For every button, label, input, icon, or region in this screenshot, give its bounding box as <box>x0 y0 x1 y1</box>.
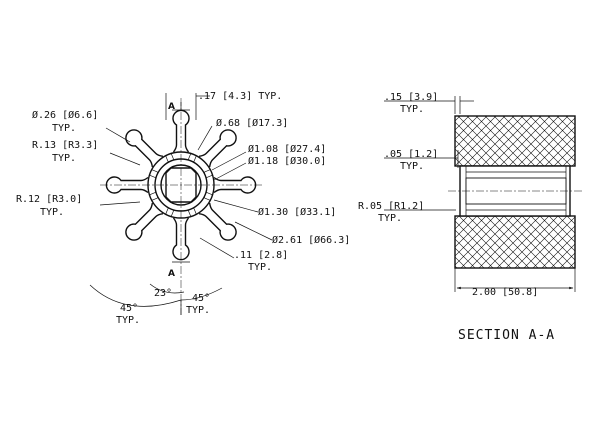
hub-notch <box>149 169 159 178</box>
impeller-leaders <box>89 93 273 315</box>
dim-angle-left-note: TYP. <box>116 315 140 326</box>
hub-notch <box>188 153 197 163</box>
dim-angle-right-note: TYP. <box>186 305 210 316</box>
section-leaders <box>384 96 576 292</box>
hub-notch <box>165 207 174 217</box>
dim-length: 2.00 [50.8] <box>472 287 538 298</box>
hub-notch <box>203 192 213 201</box>
hub-outer-ring <box>147 151 215 219</box>
impeller-vane <box>105 176 149 194</box>
impeller-vane <box>172 217 190 261</box>
section-marker-top: A <box>168 102 175 112</box>
hub-notch <box>165 153 174 163</box>
dim-edge-radius-note: TYP. <box>378 213 402 224</box>
dim-hub-thickness: .17 [4.3] TYP. <box>198 91 282 102</box>
dim-vane-width-note: TYP. <box>248 262 272 273</box>
dim-flange-thickness: .15 [3.9] <box>384 92 438 103</box>
impeller-vane <box>125 202 164 241</box>
dim-fillet-radius-note: TYP. <box>40 207 64 218</box>
dim-hub-dia: Ø1.18 [Ø30.0] <box>248 155 326 167</box>
section-body-bottom <box>454 215 576 269</box>
bore-flat <box>165 167 197 203</box>
impeller-vane <box>172 109 190 153</box>
impeller-vanes <box>105 109 257 261</box>
dim-flange-thickness-note: TYP. <box>400 104 424 115</box>
hub-notch <box>149 192 159 201</box>
section-body-top <box>454 115 576 167</box>
dim-body-dia: Ø1.30 [Ø33.1] <box>258 206 336 218</box>
section-a-a-view: .15 [3.9] TYP. .05 [1.2] TYP. R.05 [R1.2… <box>358 92 582 343</box>
hub-mid-ring <box>154 158 208 212</box>
dim-angle-small: 23° <box>154 288 172 299</box>
dim-sleeve-wall: .05 [1.2] <box>384 149 438 160</box>
impeller-front-view: A A .17 [4.3] TYP. Ø.26 [Ø6.6] TYP. R.13 <box>16 91 350 326</box>
impeller-vane <box>213 176 257 194</box>
dim-edge-radius: R.05 [R1.2] <box>358 201 424 212</box>
impeller-vane <box>198 202 237 241</box>
dim-fillet-radius: R.12 [R3.0] <box>16 194 82 205</box>
dim-outer-dia: Ø2.61 [Ø66.3] <box>272 234 350 246</box>
section-marker-bottom: A <box>168 269 175 279</box>
dim-sleeve-wall-note: TYP. <box>400 161 424 172</box>
hub-notch <box>188 207 197 217</box>
impeller-vane <box>125 129 164 168</box>
dim-vane-tip-note: TYP. <box>52 123 76 134</box>
hub-notch <box>203 169 213 178</box>
dim-vane-width: .11 [2.8] <box>234 250 288 261</box>
dim-angle-left: 45° <box>120 303 138 314</box>
dim-root-radius-note: TYP. <box>52 153 76 164</box>
dim-insert-dia: Ø1.08 [Ø27.4] <box>248 143 326 155</box>
impeller-vane <box>198 129 237 168</box>
dim-angle-right: 45° <box>192 293 210 304</box>
section-title: SECTION A-A <box>458 328 555 343</box>
dim-root-radius: R.13 [R3.3] <box>32 140 98 151</box>
hub-notches <box>149 153 213 217</box>
bore-ring <box>160 164 202 206</box>
dim-bore-dia: Ø.68 [Ø17.3] <box>216 117 288 129</box>
dim-vane-tip-dia: Ø.26 [Ø6.6] <box>32 109 98 121</box>
